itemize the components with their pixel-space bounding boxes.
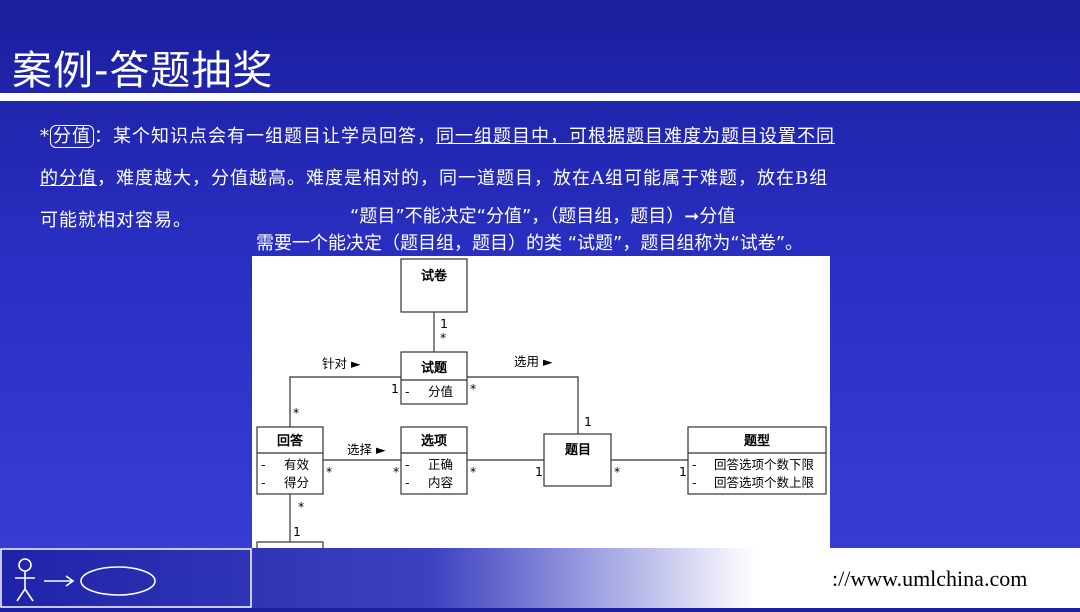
mult-huida-star-right: * [326, 464, 332, 479]
mult-huida-star-bottom: * [298, 499, 304, 514]
class-box-tixing [687, 426, 827, 495]
mult-shiti-star-right: * [470, 381, 476, 396]
assoc-shiti-timu [467, 376, 579, 434]
term-highlight: 分值 [50, 125, 94, 148]
mult-timu-1-left: 1 [535, 464, 543, 479]
usecase-icon [80, 566, 156, 596]
paragraph-line-2: 的分值，难度越大，分值越高。难度是相对的，同一道题目，放在A组可能属于难题，放在… [40, 158, 1070, 200]
mult-huida-star-top: * [293, 405, 299, 420]
footer-bar [0, 548, 1080, 608]
class-boxes [256, 258, 827, 596]
attr-prefix: - [692, 457, 697, 472]
underlined-text: 同一组题目中，可根据题目难度为题目设置不同 [436, 126, 835, 147]
class-name-timu: 题目 [565, 443, 591, 458]
attr-prefix: - [261, 457, 266, 472]
assoc-label-xuanze: 选择 ► [347, 442, 386, 457]
assoc-label-zhendui: 针对 ► [322, 356, 361, 371]
attr-fenzhi: 分值 [428, 384, 453, 399]
mult-xuanxiang-star-right: * [470, 464, 476, 479]
paragraph-line-3: 可能就相对容易。 [40, 210, 192, 231]
assoc-label-xuanyong: 选用 ► [514, 354, 553, 369]
footer-url: ://www.umlchina.com [832, 566, 1028, 591]
actor-icon [15, 558, 35, 602]
mult-xuanxiang-star-left: * [393, 464, 399, 479]
mult-timu-star-right: * [614, 464, 620, 479]
attr-prefix: - [405, 475, 410, 490]
class-box-xuanxiang [400, 426, 468, 495]
paragraph-text: ，难度越大，分值越高。难度是相对的，同一道题目，放在A组可能属于难题，放在B组 [97, 168, 829, 189]
class-name-tixing: 题型 [744, 433, 770, 449]
slide-title: 案例-答题抽奖 [12, 48, 274, 94]
marker: * [40, 126, 50, 147]
mult-shiti-1-left: 1 [391, 381, 399, 396]
mult-tixing-1: 1 [679, 464, 687, 479]
attr-prefix: - [692, 475, 697, 490]
class-box-shijuan [400, 258, 468, 313]
mult-xueyuan-1: 1 [293, 524, 301, 539]
underlined-text: 的分值 [40, 168, 97, 189]
attr-defen: 得分 [284, 475, 309, 490]
attr-prefix: - [405, 457, 410, 472]
paragraph-text: ：某个知识点会有一组题目让学员回答， [94, 126, 436, 147]
attr-shangxian: 回答选项个数上限 [714, 475, 815, 490]
note-1: “题目”不能决定“分值”，（题目组，题目）➞分值 [350, 206, 736, 227]
attr-xiaxian: 回答选项个数下限 [714, 457, 815, 472]
assoc-shiti-huida [289, 376, 401, 427]
arrow-icon [44, 575, 75, 587]
class-name-shiti: 试题 [421, 360, 448, 376]
mult-shiti-star-top: * [440, 330, 446, 345]
attr-youxiao: 有效 [284, 457, 310, 472]
note-2: 需要一个能决定（题目组，题目）的类 “试题”，题目组称为“试卷”。 [256, 233, 804, 254]
association-lines [289, 312, 688, 542]
paragraph-line-1: *分值：某个知识点会有一组题目让学员回答，同一组题目中，可根据题目难度为题目设置… [40, 116, 1070, 158]
attr-prefix: - [405, 384, 410, 399]
attr-zhengque: 正确 [428, 457, 453, 472]
description-paragraph: *分值：某个知识点会有一组题目让学员回答，同一组题目中，可根据题目难度为题目设置… [40, 116, 1070, 242]
class-box-shiti [400, 351, 468, 405]
class-box-timu [543, 433, 612, 487]
mult-timu-1-top: 1 [584, 414, 592, 429]
class-box-huida [256, 426, 324, 495]
footer-logo [0, 548, 252, 608]
class-name-huida: 回答 [277, 433, 304, 449]
attr-prefix: - [261, 475, 266, 490]
title-divider [0, 93, 1080, 101]
mult-shijuan-1: 1 [440, 316, 448, 331]
attr-neirong: 内容 [428, 475, 453, 490]
class-name-shijuan: 试卷 [421, 268, 448, 284]
class-diagram: 试卷 试题 回答 选项 题目 题型 学员 - 分值 - 有效 - 得分 - 正确… [252, 256, 830, 602]
class-name-xuanxiang: 选项 [421, 433, 447, 449]
